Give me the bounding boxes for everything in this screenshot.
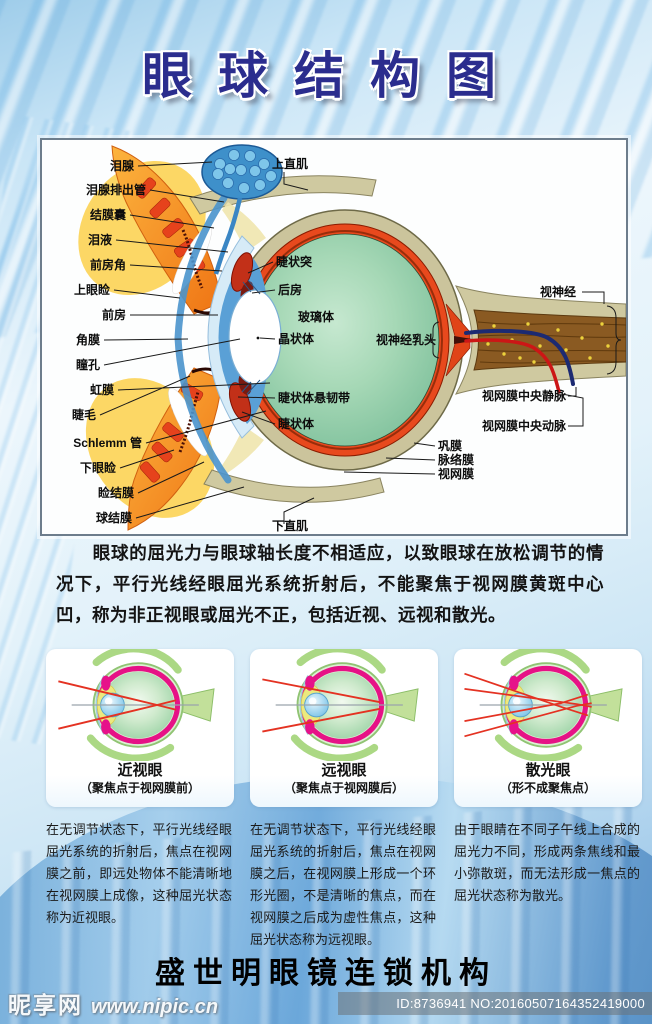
light-rays-myopia [58,680,177,730]
label-upper-eyelid: 上眼睑 [74,282,110,297]
lens-center-dot [256,336,260,340]
lens-shape [228,289,282,385]
bottom-muscle-crescent [494,734,583,761]
label-optic-disc: 视神经乳头 [376,332,436,347]
mini-lens-highlight [512,697,521,705]
watermark-id-bar: ID:8736941 NO:20160507164352419000 [338,992,652,1015]
eye-anatomy-diagram-panel: 泪腺 泪腺排出管 结膜囊 泪液 前房角 上眼睑 前房 角膜 瞳孔 虹膜 [40,138,628,536]
myopia-panel: 近视眼 （聚焦点于视网膜前） 在无调节状态下，平行光线经眼屈光系统的折射后，焦点… [46,646,234,951]
optic-nerve-brace [606,305,622,375]
label-choroid: 脉络膜 [437,452,474,467]
hyperopia-panel: 远视眼 （聚焦点于视网膜后） 在无调节状态下，平行光线经眼屈光系统的折射后，焦点… [250,646,438,951]
intro-paragraph: 眼球的屈光力与眼球轴长度不相适应，以致眼球在放松调节的情况下，平行光线经眼屈光系… [56,543,604,625]
label-vitreous-body: 玻璃体 [298,309,335,324]
astigmatism-eye-illustration [464,649,623,761]
bottom-muscle-crescent [290,734,379,761]
mini-lens-highlight [308,697,317,705]
refractive-error-panels: 近视眼 （聚焦点于视网膜前） 在无调节状态下，平行光线经眼屈光系统的折射后，焦点… [46,646,642,951]
hyperopia-subtitle: （聚焦点于视网膜后） [283,781,404,795]
label-ciliary-process: 睫状突 [276,254,312,269]
label-inferior-rectus: 下直肌 [272,518,308,533]
central-retinal-artery-vessel [464,338,561,394]
label-posterior-chamber: 后房 [278,282,302,297]
label-anterior-chamber: 前房 [102,307,126,322]
lacrimal-gland-lobules [212,149,277,194]
mini-ciliary-top [305,675,315,691]
hyperopia-name: 远视眼 [321,762,367,779]
mini-lens-highlight [104,697,113,705]
label-central-retinal-artery: 视网膜中央动脉 [482,418,567,433]
label-superior-rectus: 上直肌 [272,156,308,171]
myopia-subtitle: （聚焦点于视网膜前） [79,781,200,795]
light-rays-astigmatism [464,672,592,738]
myopia-eye-illustration [58,649,215,761]
conjunctiva-lower-wedge [220,426,264,474]
label-retina: 视网膜 [438,466,474,481]
mini-ciliary-bottom [101,719,111,735]
label-palpebral-conjunctiva: 睑结膜 [98,485,134,500]
hyperopia-description: 在无调节状态下，平行光线经眼屈光系统的折射后，焦点在视网膜之后，在视网膜上形成一… [250,822,436,947]
label-optic-nerve: 视神经 [540,284,576,299]
myopia-description: 在无调节状态下，平行光线经眼屈光系统的折射后，焦点在视网膜之前，即远处物体不能清… [46,822,232,925]
lower-lash-follicles [178,391,200,453]
label-ciliary-body: 睫状体 [278,416,315,431]
label-bulbar-conjunctiva: 球结膜 [96,510,132,525]
mini-ciliary-top [509,675,519,691]
tear-film-channel [174,194,232,484]
eye-anatomy-illustration: 泪腺 泪腺排出管 结膜囊 泪液 前房角 上眼睑 前房 角膜 瞳孔 虹膜 [72,144,627,533]
lower-eyelid-shape [127,367,223,531]
label-schlemm-canal: Schlemm 管 [73,435,142,450]
optic-disc-brace [428,321,440,359]
mini-ciliary-top [101,675,111,691]
organization-name: 盛世明眼镜连锁机构 [155,957,497,990]
top-muscle-crescent [92,649,182,674]
lacrimal-duct-shape [213,197,243,275]
optic-disc-slit [454,336,472,344]
label-lacrimal-duct: 泪腺排出管 [86,182,146,197]
watermark-site-name: 昵享网 [8,992,83,1018]
label-eyelash: 睫毛 [72,407,96,422]
label-cornea: 角膜 [76,332,100,347]
label-central-retinal-vein: 视网膜中央静脉 [482,388,567,403]
label-conjunctival-sac: 结膜囊 [90,207,127,222]
label-tear-fluid: 泪液 [88,232,112,247]
label-anterior-chamber-angle: 前房角 [90,257,126,272]
conjunctiva-upper-wedge [222,202,266,252]
label-sclera: 巩膜 [438,438,462,453]
label-zonule: 睫状体悬韧带 [278,390,350,405]
zonule-fibers [241,279,261,395]
central-retinal-vein-vessel [464,328,575,386]
hyperopia-eye-illustration [262,649,419,761]
top-muscle-crescent [500,649,590,674]
myopia-card: 近视眼 （聚焦点于视网膜前） [46,649,234,807]
label-lower-eyelid: 下眼睑 [80,460,116,475]
astigmatism-panel: 散光眼 （形不成聚焦点） 由于眼睛在不同子午线上合成的屈光力不同，形成两条焦线和… [454,646,642,951]
hyperopia-card: 远视眼 （聚焦点于视网膜后） [250,649,438,807]
page-title: 眼球结构图 [142,46,522,105]
light-rays-hyperopia [262,678,381,733]
bottom-muscle-crescent [86,734,175,761]
astigmatism-subtitle: （形不成聚焦点） [499,781,596,795]
astigmatism-description: 由于眼睛在不同子午线上合成的屈光力不同，形成两条焦线和最小弥散斑，而无法形成一焦… [454,822,640,903]
diagram-labels: 泪腺 泪腺排出管 结膜囊 泪液 前房角 上眼睑 前房 角膜 瞳孔 虹膜 [72,156,622,533]
optic-nerve-fiber-streaks [477,321,627,364]
myopia-name: 近视眼 [117,762,163,779]
label-iris: 虹膜 [90,382,114,397]
label-lens: 晶状体 [278,331,315,346]
inferior-rectus-band [203,469,385,503]
label-lacrimal-gland: 泪腺 [110,158,135,173]
astigmatism-card: 散光眼 （形不成聚焦点） [454,649,642,807]
label-pupil: 瞳孔 [76,357,100,372]
astigmatism-name: 散光眼 [525,762,571,779]
watermark-left: 昵享网 www.nipic.cn [8,986,218,1020]
watermark-site-url: www.nipic.cn [91,996,219,1018]
top-muscle-crescent [296,649,386,674]
ciliary-body-upper [230,252,254,292]
